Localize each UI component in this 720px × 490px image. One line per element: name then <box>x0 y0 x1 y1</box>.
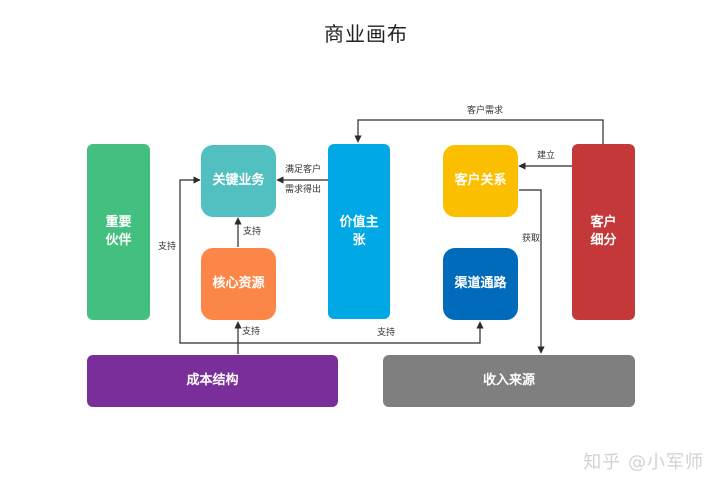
revenue-streams-box: 收入来源 <box>383 355 635 407</box>
channels-box: 渠道通路 <box>443 248 518 320</box>
key-partners-label: 重要 伙伴 <box>105 215 132 248</box>
edge-label-support-bottom-left: 支持 <box>242 327 261 337</box>
key-activities-box: 关键业务 <box>201 145 276 217</box>
edge-cost-support-loop <box>179 176 239 354</box>
edge-label-needs-obtained: 需求得出 <box>285 185 322 195</box>
edge-label-obtain: 获取 <box>522 234 541 244</box>
cost-structure-box: 成本结构 <box>87 355 338 407</box>
customer-segments-box: 客户 细分 <box>572 144 635 320</box>
revenue-streams-label: 收入来源 <box>482 373 535 388</box>
edge-label-customer-needs: 客户需求 <box>467 106 504 116</box>
edge-relationships-to-revenue <box>519 189 545 354</box>
key-activities-label: 关键业务 <box>212 173 265 188</box>
cost-structure-label: 成本结构 <box>186 373 239 388</box>
watermark: 知乎 @小军师 <box>583 452 704 473</box>
key-resources-box: 核心资源 <box>201 248 276 320</box>
edge-label-support-bottom-right: 支持 <box>377 328 396 338</box>
edge-label-satisfy-customer: 满足客户 <box>285 165 322 175</box>
edge-cost-to-channels <box>238 321 484 344</box>
customer-relationships-box: 客户关系 <box>443 145 518 217</box>
channels-label: 渠道通路 <box>454 276 507 291</box>
key-resources-label: 核心资源 <box>212 276 265 291</box>
key-partners-box: 重要 伙伴 <box>87 144 150 320</box>
customer-relationships-label: 客户关系 <box>454 173 507 188</box>
value-proposition-label: 价值主 张 <box>339 214 379 248</box>
edge-label-support-resources: 支持 <box>243 227 262 237</box>
diagram-title: 商业画布 <box>324 22 408 46</box>
value-proposition-box: 价值主 张 <box>328 144 390 319</box>
customer-segments-label: 客户 细分 <box>590 215 617 248</box>
edge-customer-needs <box>354 119 604 146</box>
edge-label-support-left: 支持 <box>158 242 177 252</box>
edge-label-establish: 建立 <box>537 151 556 161</box>
